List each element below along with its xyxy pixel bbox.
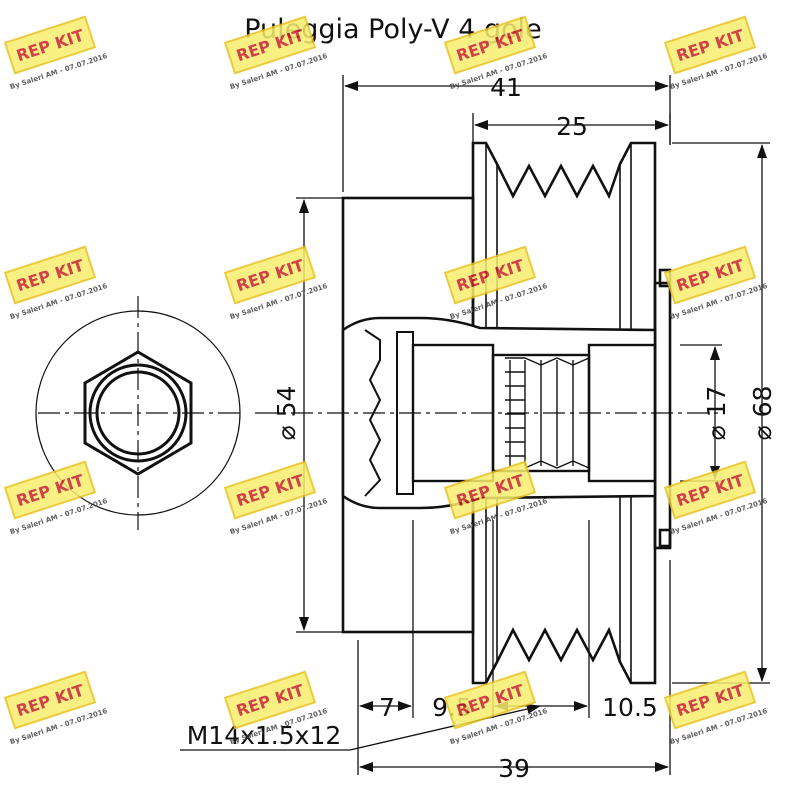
dim-groove-width: 25 [556,112,588,141]
rear-flange [653,281,672,550]
end-view [35,296,241,530]
dim-hub-diameter: ⌀ 54 [272,386,301,441]
dim-pulley-diameter: ⌀ 68 [748,386,777,441]
dim-hex-depth: 7 [379,693,395,722]
dim-total-length: 39 [498,754,530,783]
poly-v-grooves [471,141,657,685]
dim-bore-diameter: ⌀ 17 [702,386,731,441]
dim-rear-depth: 10.5 [602,693,658,722]
side-view [255,141,720,685]
thread-spec: M14x1.5x12 [187,721,342,750]
dim-overall-width: 41 [490,73,522,102]
